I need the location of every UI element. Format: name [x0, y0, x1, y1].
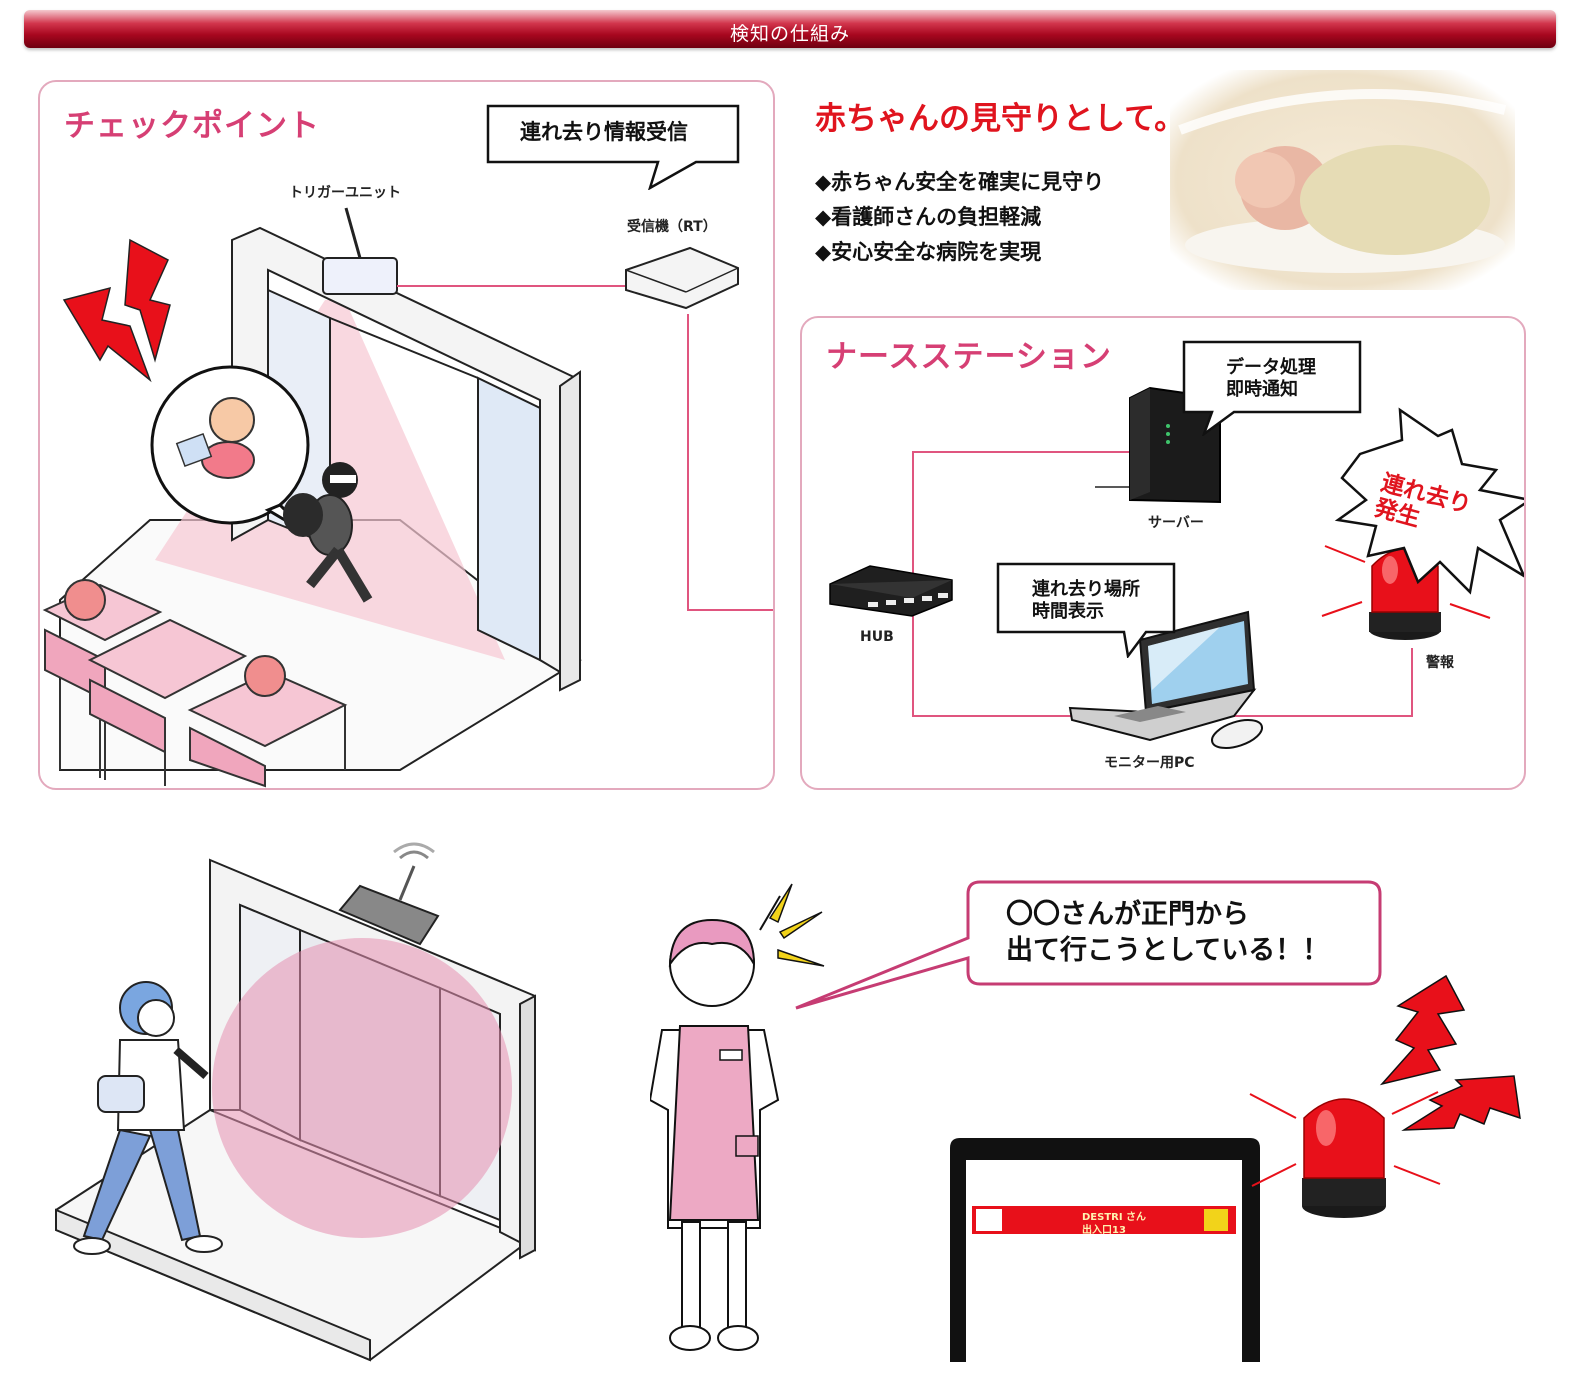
checkpoint-speech-bubble [486, 104, 740, 190]
receiver-label: 受信機（RT） [627, 219, 717, 235]
mouse-icon [1210, 719, 1264, 749]
checkpoint-bubble-text: 連れ去り情報受信 [520, 120, 688, 144]
baby-watch-title: 赤ちゃんの見守りとして。。 [815, 101, 1201, 137]
crib-1 [42, 579, 163, 780]
nurse-speech-text: 〇〇さんが正門から 出て行こうとしている！！ [1006, 899, 1330, 966]
nurse-station-illustration [829, 386, 1524, 749]
connection-line-hub [687, 314, 773, 611]
nurse-apron [668, 1025, 760, 1221]
hub-label: HUB [860, 629, 894, 645]
trigger-unit-label: トリガーユニット [289, 185, 401, 201]
nurse-station-title: ナースステーション [826, 339, 1112, 375]
burst-shape [1334, 407, 1524, 595]
header-bar: 検知の仕組み [24, 10, 1556, 48]
alert-mark [768, 883, 793, 924]
sleeping-baby-photo [1170, 70, 1515, 290]
server-speech-bubble [1182, 340, 1362, 436]
entrance-illustration [55, 842, 536, 1362]
pc-speech-bubble [996, 562, 1176, 658]
detection-zone [212, 938, 512, 1238]
bullet-item: ◆安心安全な病院を実現 [815, 240, 1042, 264]
baby-face [209, 397, 255, 443]
network-line-server [912, 451, 1130, 590]
checkpoint-title: チェックポイント [64, 108, 320, 144]
door-panel-right [477, 376, 541, 662]
alert-monitor [950, 1138, 1260, 1362]
server-bubble-text: データ処理 即時通知 [1226, 357, 1316, 400]
alarm-label: 警報 [1426, 655, 1454, 671]
bullet-item: ◆看護師さんの負担軽減 [815, 205, 1042, 229]
hub-icon [829, 565, 953, 617]
server-icon [1129, 386, 1221, 504]
nurse-illustration [650, 883, 825, 1351]
laptop-icon [1068, 610, 1257, 742]
lightning-bolt-icon [1401, 1075, 1521, 1131]
lightning-bolt-icon [124, 238, 171, 363]
pc-bubble-text: 連れ去り場所 時間表示 [1032, 579, 1140, 622]
alert-banner [972, 1206, 1236, 1234]
pc-label: モニター用PC [1104, 755, 1195, 771]
sensor-device [338, 884, 440, 946]
walking-person [73, 981, 223, 1255]
crib-3 [187, 655, 348, 788]
monitor-name: DESTRI さん [1082, 1212, 1147, 1223]
server-label: サーバー [1148, 515, 1204, 531]
monitor-gate: 出入口13 [1082, 1225, 1126, 1236]
nurse-speech-bubble [795, 880, 1382, 1010]
bullet-item: ◆赤ちゃん安全を確実に見守り [815, 170, 1105, 194]
checkpoint-illustration [42, 207, 773, 788]
lightning-bolt-icon [1379, 974, 1466, 1086]
receiver-device [625, 246, 739, 310]
header-title: 検知の仕組み [729, 23, 850, 45]
alarm-scene [1249, 974, 1521, 1218]
lightning-bolt-icon-2 [62, 286, 152, 383]
crib-2 [87, 618, 248, 786]
trigger-unit [322, 257, 398, 295]
